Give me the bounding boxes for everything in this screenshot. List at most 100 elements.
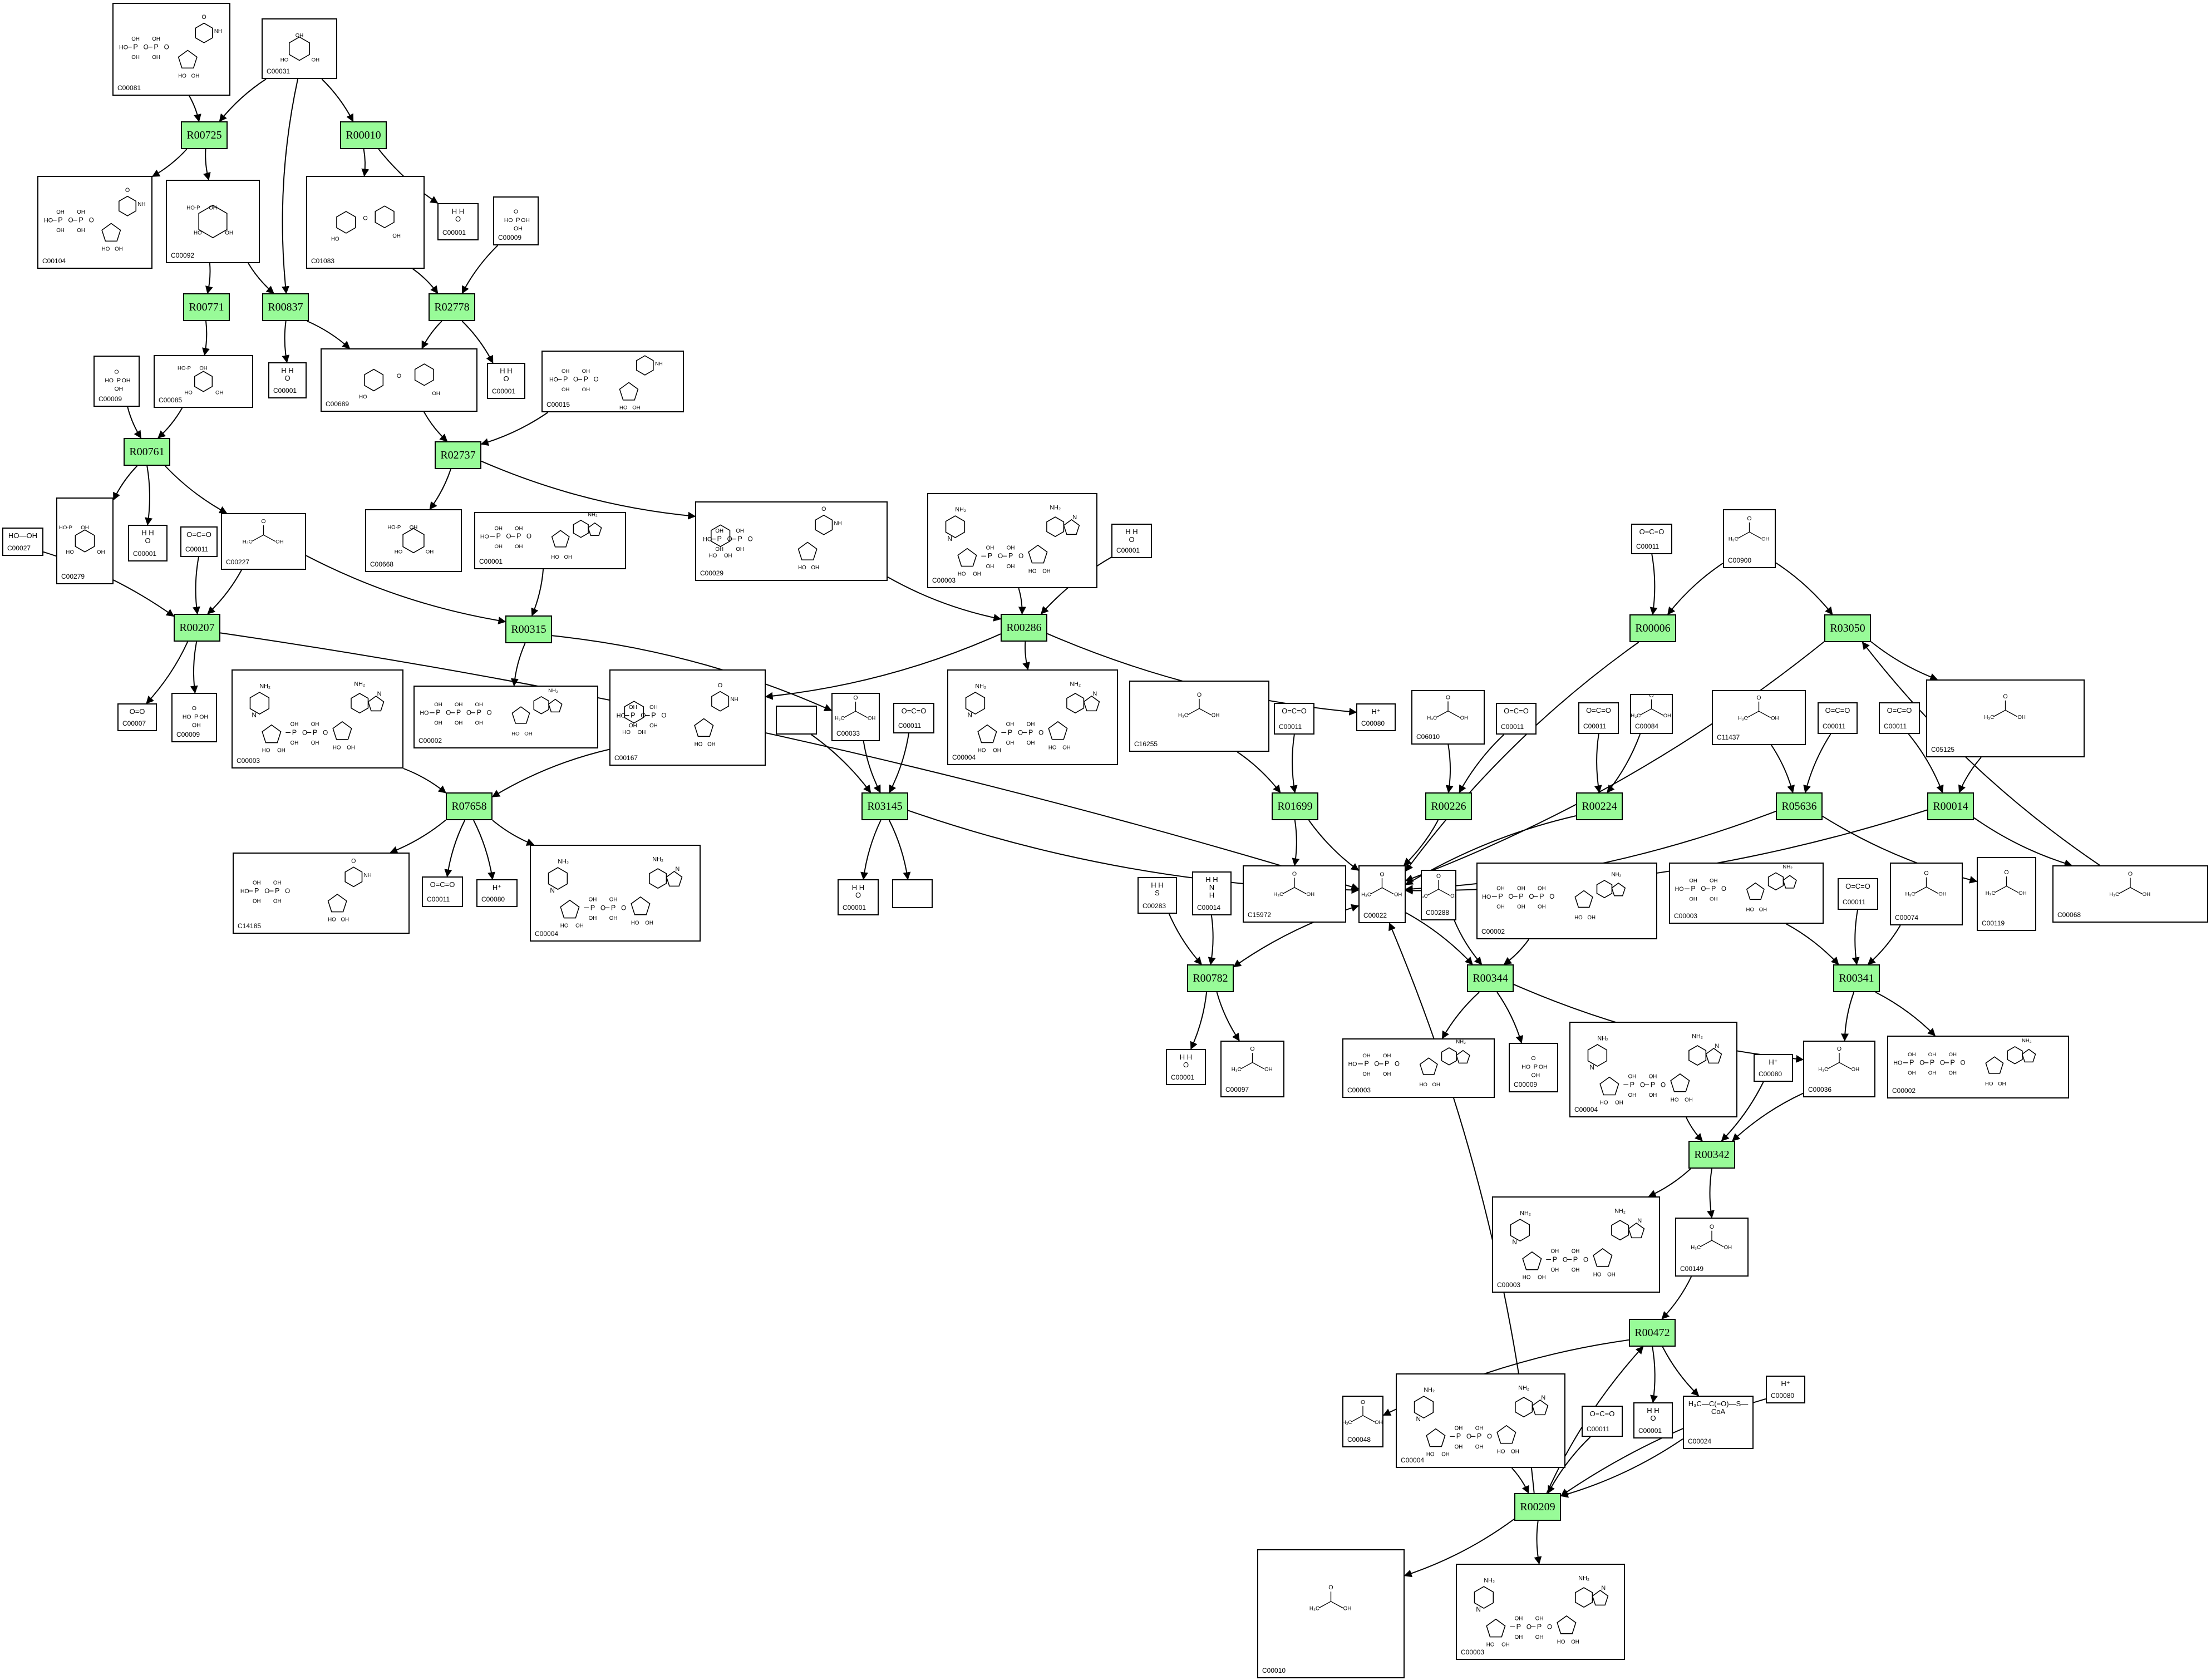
reaction-node-r00472[interactable]: R00472	[1629, 1319, 1676, 1347]
reaction-node-r00014[interactable]: R00014	[1927, 792, 1974, 820]
reaction-node-r00286[interactable]: R00286	[1001, 614, 1047, 642]
reaction-node-r00771[interactable]: R00771	[183, 293, 230, 321]
reaction-node-r02737[interactable]: R02737	[435, 441, 481, 469]
reaction-node-r00207[interactable]: R00207	[174, 614, 220, 642]
compound-c00080-d[interactable]: H⁺C00080	[1766, 1376, 1805, 1403]
reaction-node-r00725[interactable]: R00725	[181, 121, 228, 149]
compound-c00288[interactable]: OOHH₃CC00288	[1421, 870, 1456, 920]
compound-blank-a[interactable]	[776, 706, 817, 735]
reaction-node-r00006[interactable]: R00006	[1629, 614, 1676, 642]
reaction-node-r01699[interactable]: R01699	[1272, 792, 1318, 820]
reaction-node-r00782[interactable]: R00782	[1187, 964, 1234, 992]
compound-c00015[interactable]: HOPOHOHOPOHOHOHOOHONHC00015	[541, 351, 684, 412]
reaction-node-r05636[interactable]: R05636	[1776, 792, 1823, 820]
reaction-node-r00315[interactable]: R00315	[505, 615, 552, 643]
reaction-node-r00341[interactable]: R00341	[1833, 964, 1880, 992]
compound-c00080-c[interactable]: H⁺C00080	[1754, 1054, 1793, 1082]
reaction-node-r00226[interactable]: R00226	[1425, 792, 1472, 820]
compound-c00048[interactable]: OOHH₃CC00048	[1342, 1396, 1383, 1447]
reaction-node-r00761[interactable]: R00761	[124, 438, 170, 466]
compound-c00080-b[interactable]: H⁺C00080	[476, 879, 518, 907]
compound-c00080-a[interactable]: H⁺C00080	[1356, 703, 1396, 731]
reaction-node-r00342[interactable]: R00342	[1688, 1141, 1735, 1169]
reaction-node-r07658[interactable]: R07658	[446, 792, 493, 820]
reaction-node-r00209[interactable]: R00209	[1514, 1493, 1561, 1521]
compound-blank-b[interactable]	[892, 879, 933, 908]
reaction-node-r00344[interactable]: R00344	[1467, 964, 1514, 992]
reaction-node-r03050[interactable]: R03050	[1824, 614, 1871, 642]
reaction-node-r02778[interactable]: R02778	[429, 293, 475, 321]
reaction-node-r00224[interactable]: R00224	[1576, 792, 1623, 820]
reaction-node-r00010[interactable]: R00010	[340, 121, 387, 149]
reaction-node-r03145[interactable]: R03145	[861, 792, 908, 820]
reaction-node-r00837[interactable]: R00837	[262, 293, 309, 321]
